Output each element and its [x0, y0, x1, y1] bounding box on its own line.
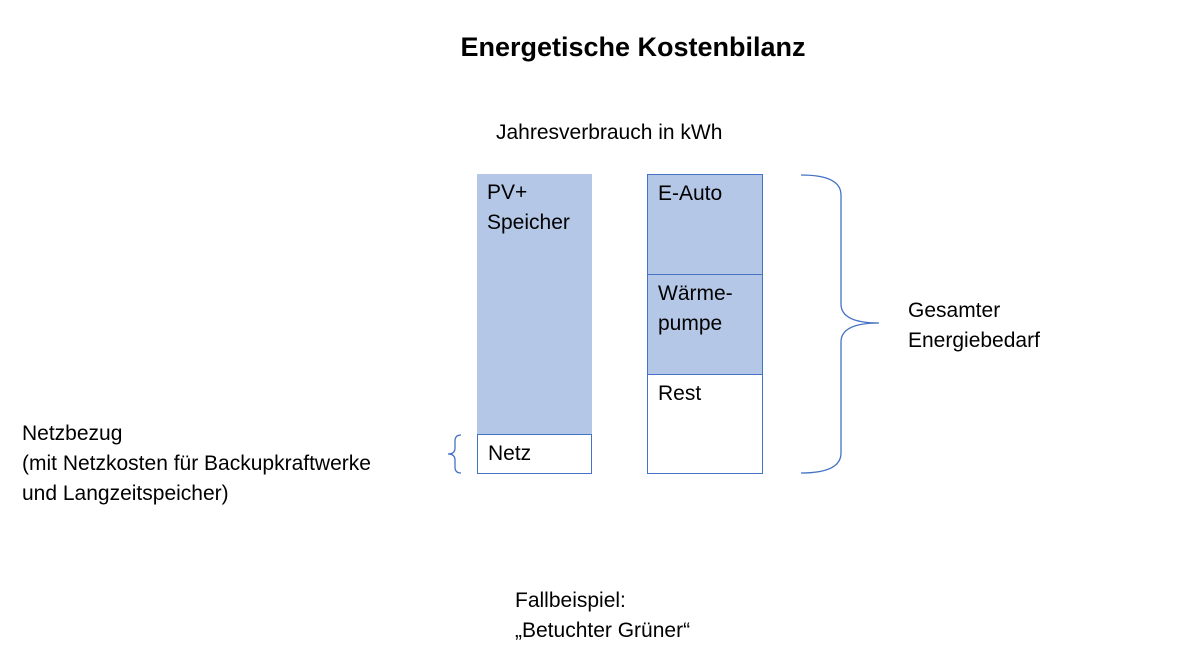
- pv-label-line2: Speicher: [487, 211, 570, 234]
- waerme-label-line1: Wärme-: [658, 282, 733, 305]
- footer-caption: Fallbeispiel: „Betuchter Grüner“: [515, 586, 690, 646]
- rest-label: Rest: [658, 382, 702, 405]
- gesamt-line2: Energiebedarf: [908, 329, 1040, 352]
- netz-segment: Netz: [477, 434, 592, 474]
- e-auto-segment: E-Auto: [647, 174, 763, 275]
- large-right-brace: [800, 174, 880, 474]
- netzbezug-line2: (mit Netzkosten für Backupkraftwerke: [22, 452, 371, 475]
- footer-line1: Fallbeispiel:: [515, 589, 626, 612]
- netzbezug-line3: und Langzeitspeicher): [22, 482, 229, 505]
- footer-line2: „Betuchter Grüner“: [515, 619, 691, 642]
- rest-segment: Rest: [647, 374, 763, 474]
- waerme-label-line2: pumpe: [658, 312, 723, 335]
- netzbezug-annotation: Netzbezug (mit Netzkosten für Backupkraf…: [22, 419, 371, 509]
- gesamt-line1: Gesamter: [908, 299, 1001, 322]
- page-title: Energetische Kostenbilanz: [460, 32, 806, 62]
- pv-label-line1: PV+: [487, 181, 528, 204]
- pv-speicher-segment: PV+ Speicher: [477, 174, 592, 434]
- waermepumpe-segment: Wärme- pumpe: [647, 274, 763, 375]
- gesamt-annotation: Gesamter Energiebedarf: [908, 296, 1040, 356]
- netz-label: Netz: [488, 442, 532, 465]
- diagram-subtitle: Jahresverbrauch in kWh: [496, 121, 723, 144]
- small-left-brace: [447, 434, 462, 474]
- e-auto-label: E-Auto: [658, 182, 723, 205]
- netzbezug-line1: Netzbezug: [22, 422, 123, 445]
